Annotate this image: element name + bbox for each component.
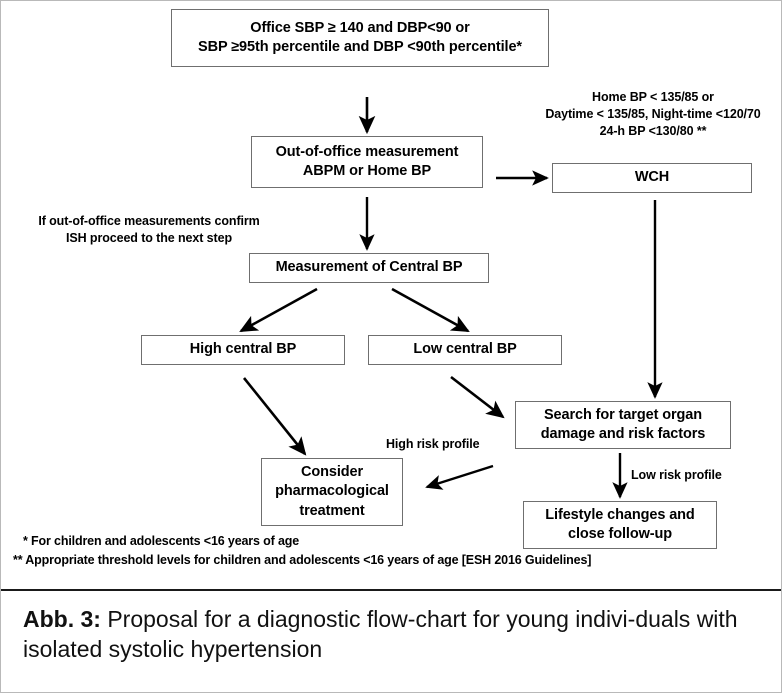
- footnote-double-asterisk: ** Appropriate threshold levels for chil…: [13, 553, 592, 567]
- node-search-target-organ-damage-label: Search for target organ damage and risk …: [540, 406, 706, 442]
- footnote-single-asterisk: * For children and adolescents <16 years…: [23, 534, 300, 548]
- node-out-of-office-measurement-label: Out-of-office measurement ABPM or Home B…: [275, 143, 459, 179]
- node-office-bp[interactable]: Office SBP ≥ 140 and DBP<90 or SBP ≥95th…: [171, 9, 549, 67]
- arrow-highcentral-to-consider: [242, 377, 307, 456]
- arrow-centralbp-to-lowcentral: [391, 287, 470, 333]
- node-lifestyle-changes-label: Lifestyle changes and close follow-up: [545, 506, 695, 542]
- arrow-centralbp-to-highcentral: [239, 287, 318, 333]
- figure-caption: Abb. 3: Proposal for a diagnostic flow-c…: [23, 605, 763, 665]
- node-high-central-bp[interactable]: High central BP: [141, 335, 345, 365]
- annotation-ish-confirm: If out-of-office measurements confirm IS…: [38, 214, 260, 245]
- node-consider-pharmacological-treatment[interactable]: Consider pharmacological treatment: [261, 458, 403, 526]
- node-high-central-bp-label: High central BP: [189, 341, 297, 358]
- edge-label-low-risk-profile: Low risk profile: [631, 468, 722, 482]
- node-search-target-organ-damage[interactable]: Search for target organ damage and risk …: [515, 401, 731, 449]
- node-consider-pharmacological-treatment-label: Consider pharmacological treatment: [275, 464, 389, 519]
- node-out-of-office-measurement[interactable]: Out-of-office measurement ABPM or Home B…: [251, 136, 483, 188]
- node-office-bp-label: Office SBP ≥ 140 and DBP<90 or SBP ≥95th…: [198, 19, 522, 55]
- node-low-central-bp[interactable]: Low central BP: [368, 335, 562, 365]
- arrow-lowcentral-to-search: [450, 375, 505, 419]
- node-measurement-central-bp[interactable]: Measurement of Central BP: [249, 253, 489, 283]
- caption-bar: Abb. 3: Proposal for a diagnostic flow-c…: [1, 589, 781, 692]
- annotation-home-bp-criteria: Home BP < 135/85 or Daytime < 135/85, Ni…: [545, 90, 761, 138]
- node-lifestyle-changes[interactable]: Lifestyle changes and close follow-up: [523, 501, 717, 549]
- figure-caption-label: Abb. 3:: [23, 606, 101, 632]
- figure-caption-text: Proposal for a diagnostic flow-chart for…: [23, 606, 738, 662]
- arrow-search-to-consider-highrisk: [425, 464, 494, 490]
- node-low-central-bp-label: Low central BP: [413, 341, 517, 358]
- node-measurement-central-bp-label: Measurement of Central BP: [275, 259, 463, 276]
- node-wch[interactable]: WCH: [552, 163, 752, 193]
- flowchart-canvas: Office SBP ≥ 140 and DBP<90 or SBP ≥95th…: [1, 1, 781, 589]
- node-wch-label: WCH: [634, 169, 670, 186]
- edge-label-high-risk-profile: High risk profile: [386, 437, 480, 451]
